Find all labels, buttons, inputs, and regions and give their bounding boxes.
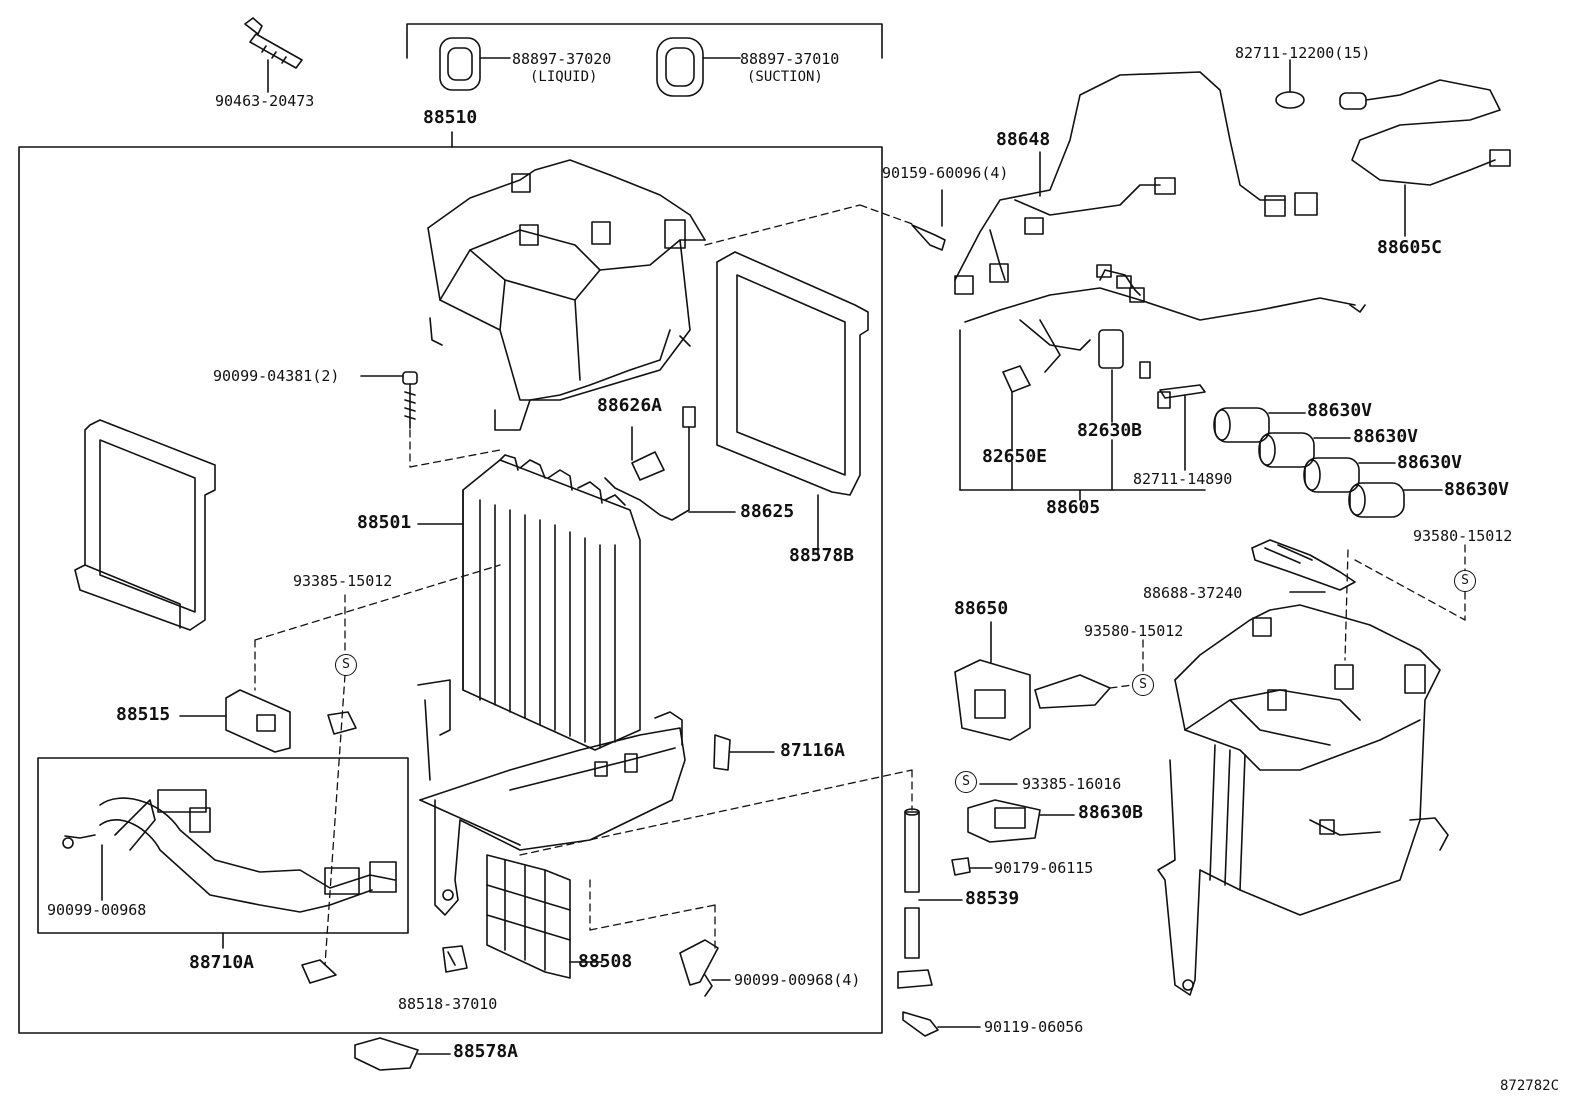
label-88630V-2: 88630V [1353, 426, 1419, 447]
grommet-liquid-icon [439, 37, 511, 91]
clip-82711-12200-icon [1275, 59, 1305, 109]
label-90099-04381: 90099-04381(2) [213, 367, 340, 385]
label-suction: (SUCTION) [747, 69, 823, 85]
label-88578B: 88578B [789, 545, 855, 566]
upper-case-icon [427, 159, 706, 431]
clip-87116A-icon [713, 734, 775, 771]
gasket-88578B-icon [716, 251, 869, 556]
label-88508: 88508 [578, 951, 633, 972]
diagram-code: 872782C [1500, 1078, 1560, 1094]
harness-88605-icon [959, 264, 1366, 501]
label-93580-15012-b: 93580-15012 [1084, 622, 1184, 640]
label-93385-15012: 93385-15012 [293, 572, 393, 590]
label-90159-60096: 90159-60096(4) [882, 164, 1009, 182]
label-88630B: 88630B [1078, 802, 1144, 823]
assembly-88510-box [18, 146, 883, 1034]
label-82630B: 82630B [1077, 420, 1143, 441]
bolt-90099-04381-icon [360, 371, 418, 429]
label-93385-16016: 93385-16016 [1022, 775, 1122, 793]
bracket-88688-icon [1251, 539, 1356, 593]
s-mark-1: S [335, 654, 357, 676]
label-88897-37010: 88897-37010 [740, 50, 840, 68]
s-mark-4: S [955, 771, 977, 793]
case-assembly-right-icon [1157, 604, 1449, 996]
label-88897-37020: 88897-37020 [512, 50, 612, 68]
thermistor-icon [604, 406, 736, 521]
label-88630V-1: 88630V [1307, 400, 1373, 421]
label-88510: 88510 [423, 107, 478, 128]
label-82711-14890: 82711-14890 [1133, 470, 1233, 488]
label-88625: 88625 [740, 501, 795, 522]
gasket-left-icon [74, 419, 216, 631]
grommet-suction-icon [656, 37, 741, 97]
sensor-88515-icon [179, 689, 291, 753]
label-88605: 88605 [1046, 497, 1101, 518]
cable-88605C-icon [1339, 79, 1511, 237]
packing-bracket [406, 23, 883, 59]
label-88539: 88539 [965, 888, 1020, 909]
label-88650: 88650 [954, 598, 1009, 619]
label-88518-37010: 88518-37010 [398, 995, 498, 1013]
clip-s1-icon [327, 711, 357, 735]
label-87116A: 87116A [780, 740, 846, 761]
label-88626A: 88626A [597, 395, 663, 416]
label-90179-06115: 90179-06115 [994, 859, 1094, 877]
seal-88578A-icon [354, 1037, 451, 1071]
relay-88630B-icon [967, 783, 1075, 843]
amplifier-88650-icon [954, 621, 1031, 741]
label-88578A: 88578A [453, 1041, 519, 1062]
label-88515: 88515 [116, 704, 171, 725]
s-mark-2: S [1454, 570, 1476, 592]
label-88648: 88648 [996, 129, 1051, 150]
evaporator-icon [417, 454, 641, 751]
label-liquid: (LIQUID) [530, 69, 598, 85]
bracket-screw-icon [679, 939, 731, 997]
label-82711-12200: 82711-12200(15) [1235, 44, 1371, 62]
hose-88539-icon [897, 808, 963, 989]
label-88710A: 88710A [189, 952, 255, 973]
label-88501: 88501 [357, 512, 412, 533]
label-82650E: 82650E [982, 446, 1048, 467]
relay-88630V-icons [1213, 407, 1443, 518]
screw-90179-icon [951, 857, 993, 876]
label-88630V-3: 88630V [1397, 452, 1463, 473]
clamp-90463-icon [244, 17, 303, 93]
label-90099-00968: 90099-00968 [47, 901, 147, 919]
clip-s2-icon [301, 959, 337, 984]
harness-88648-icon [954, 71, 1318, 295]
label-88688-37240: 88688-37240 [1143, 584, 1243, 602]
pipe-88710A-icon [62, 789, 397, 949]
clip-88518-icon [442, 945, 468, 973]
filter-88508-icon [486, 854, 603, 979]
label-93580-15012-a: 93580-15012 [1413, 527, 1513, 545]
label-90463-20473: 90463-20473 [215, 92, 315, 110]
screw-90119-icon [902, 1011, 981, 1037]
s-mark-3: S [1132, 674, 1154, 696]
lower-case-icon [417, 679, 686, 916]
label-90099-00968-4: 90099-00968(4) [734, 971, 861, 989]
label-88630V-4: 88630V [1444, 479, 1510, 500]
bolt-90159-icon [911, 189, 946, 251]
label-88605C: 88605C [1377, 237, 1443, 258]
label-90119-06056: 90119-06056 [984, 1018, 1084, 1036]
bracket-88650-icon [1034, 674, 1111, 709]
